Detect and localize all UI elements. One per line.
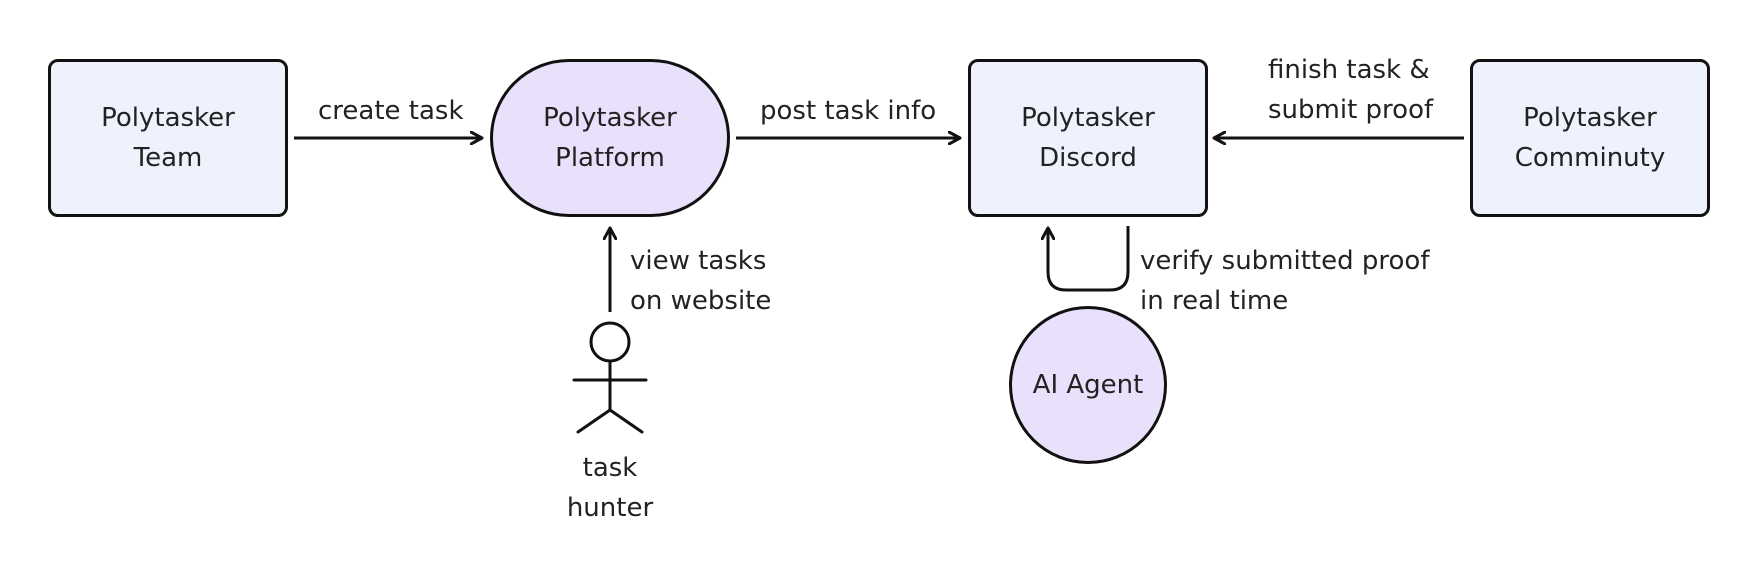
node-polytasker-community-label: Polytasker Comminuty [1514, 103, 1666, 173]
edge-label-create-task: create task [318, 96, 464, 126]
node-polytasker-community: Polytasker Comminuty [1470, 59, 1710, 217]
stick-figure-icon [572, 321, 648, 434]
edge-label-verify-proof: verify submitted proof in real time [1140, 246, 1430, 316]
node-polytasker-discord: Polytasker Discord [968, 59, 1208, 217]
node-polytasker-team: Polytasker Team [48, 59, 288, 217]
node-ai-agent: AI Agent [1009, 306, 1167, 464]
edge-label-view-tasks: view tasks on website [630, 246, 772, 316]
edge-label-finish-submit: finish task & submit proof [1268, 55, 1434, 125]
node-polytasker-platform-label: Polytasker Platform [543, 103, 677, 173]
edge-label-post-task-info: post task info [760, 96, 937, 126]
task-hunter-label: task hunter [566, 453, 654, 523]
node-polytasker-platform: Polytasker Platform [490, 59, 730, 217]
node-polytasker-team-label: Polytasker Team [101, 103, 235, 173]
node-polytasker-discord-label: Polytasker Discord [1021, 103, 1155, 173]
arrow-verify-loop [1048, 226, 1130, 292]
node-ai-agent-label: AI Agent [1032, 370, 1144, 400]
